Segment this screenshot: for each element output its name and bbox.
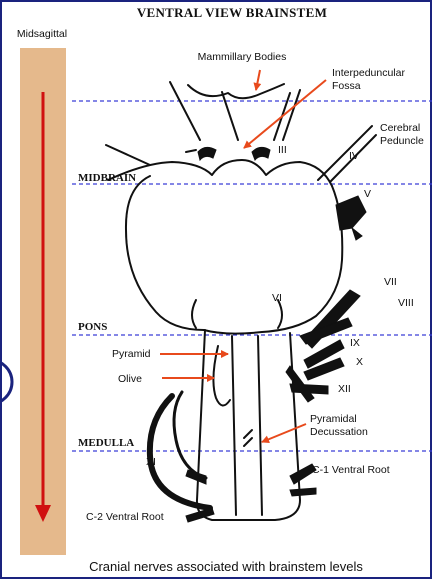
nerve-label-ix: IX [350, 337, 360, 349]
nerve-label-iii: III [278, 144, 287, 156]
level-label-medulla: MEDULLA [78, 437, 134, 449]
diagram-caption: Cranial nerves associated with brainstem… [89, 559, 363, 574]
label-cerebral-2: Peduncle [380, 135, 424, 147]
level-label-pons: PONS [78, 321, 107, 333]
label-pyramid: Pyramid [112, 348, 151, 360]
label-c1-ventral-root: C-1 Ventral Root [312, 464, 390, 476]
label-c2-ventral-root: C-2 Ventral Root [86, 511, 164, 523]
label-olive: Olive [118, 373, 142, 385]
label-interpeduncular-1: Interpeduncular [332, 67, 405, 79]
midsagittal-label: Midsagittal [17, 28, 67, 40]
nerve-label-x: X [356, 356, 363, 368]
label-pyramidal-2: Decussation [310, 426, 368, 438]
nerve-label-vii: VII [384, 276, 397, 288]
label-pyramidal-1: Pyramidal [310, 413, 357, 425]
label-mammillary-bodies: Mammillary Bodies [198, 51, 287, 63]
nerve-label-xi: XI [146, 456, 156, 468]
brainstem-outline [106, 82, 376, 520]
nerve-label-vi: VI [272, 292, 282, 304]
label-interpeduncular-2: Fossa [332, 80, 361, 92]
nerve-label-xii: XII [338, 383, 351, 395]
nerve-fibers [150, 150, 282, 508]
nerve-label-v: V [364, 188, 371, 200]
label-cerebral-1: Cerebral [380, 122, 420, 134]
nerve-label-iv: IV [349, 150, 359, 162]
nerve-label-viii: VIII [398, 297, 414, 309]
diagram-title: VENTRAL VIEW BRAINSTEM [137, 5, 327, 20]
level-label-midbrain: MIDBRAIN [78, 172, 136, 184]
